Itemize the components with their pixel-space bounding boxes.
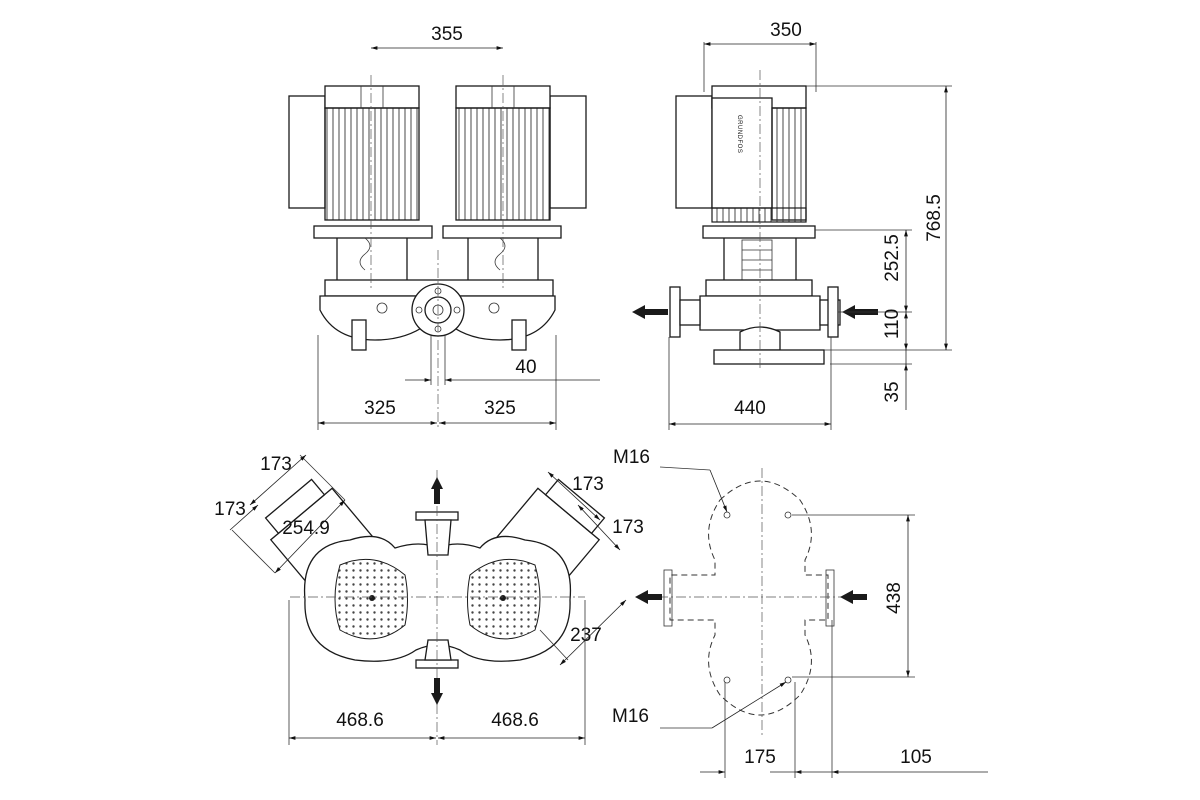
top-outlet-arrow-icon bbox=[431, 477, 443, 504]
bolt-label-top: M16 bbox=[613, 447, 650, 468]
dim-base-height: 35 bbox=[882, 381, 903, 402]
front-view: 355 325 325 40 bbox=[288, 24, 600, 430]
dim-left-outer-b: 173 bbox=[214, 499, 246, 520]
dim-right-outer-a: 173 bbox=[572, 474, 604, 495]
dim-motor-spacing: 355 bbox=[431, 24, 463, 45]
dim-motor-depth: 350 bbox=[770, 20, 802, 41]
dim-port-to-port: 440 bbox=[734, 398, 766, 419]
dim-left-half-span: 468.6 bbox=[336, 710, 384, 731]
side-view: GRUNDFOS 350 768. bbox=[632, 20, 952, 430]
left-motor bbox=[288, 85, 433, 280]
dim-left-outer-a: 173 bbox=[260, 454, 292, 475]
bolt-label-bottom: M16 bbox=[612, 706, 649, 727]
dim-right-half-span: 468.6 bbox=[491, 710, 539, 731]
dim-port-height: 110 bbox=[882, 309, 903, 339]
base-outlet-arrow-icon bbox=[635, 590, 662, 604]
dim-flange-height: 252.5 bbox=[882, 234, 903, 282]
brand-mark: GRUNDFOS bbox=[736, 115, 742, 153]
dim-right-diag: 237 bbox=[570, 625, 602, 646]
base-inlet-arrow-icon bbox=[840, 590, 867, 604]
dim-right-outer-b: 173 bbox=[612, 517, 644, 538]
dim-bolt-horizontal: 175 bbox=[744, 747, 776, 768]
top-view: 173 173 254.9 173 173 237 468.6 468.6 bbox=[214, 454, 644, 745]
dim-offset-to-port: 105 bbox=[900, 747, 932, 768]
dim-right-half: 325 bbox=[484, 398, 516, 419]
dim-bolt-vertical: 438 bbox=[884, 582, 905, 614]
dim-left-diag: 254.9 bbox=[282, 518, 330, 539]
dim-total-height: 768.5 bbox=[924, 194, 945, 242]
base-outline bbox=[669, 480, 829, 716]
dim-port-offset: 40 bbox=[515, 357, 536, 378]
top-inlet-arrow-icon bbox=[431, 678, 443, 705]
front-pump-housing bbox=[319, 279, 556, 351]
right-motor bbox=[442, 85, 587, 280]
outlet-arrow-icon bbox=[632, 305, 668, 319]
base-view: M16 M16 438 175 105 bbox=[612, 447, 988, 778]
dim-left-half: 325 bbox=[364, 398, 396, 419]
